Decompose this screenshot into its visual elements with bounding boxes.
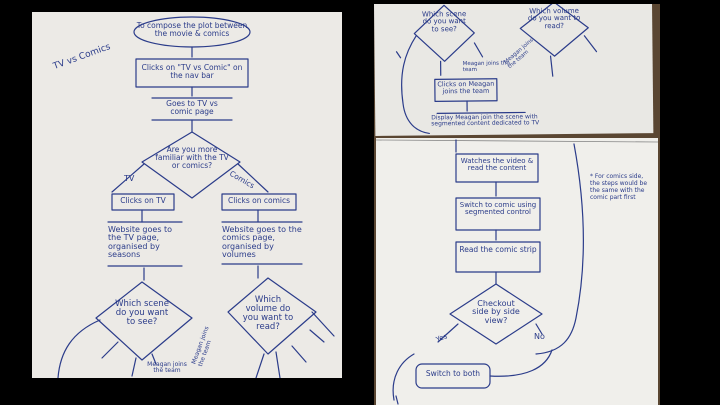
watches-box bbox=[455, 153, 539, 183]
right-bottom-lines bbox=[376, 139, 658, 405]
comics-page-label: Website goes to the comics page, organis… bbox=[222, 225, 302, 260]
tv-page-label: Website goes to the TV page, organised b… bbox=[108, 225, 173, 260]
checkout-label: Checkout side by side view? bbox=[472, 299, 520, 325]
right-top-lines bbox=[395, 4, 598, 135]
familiar-diamond bbox=[141, 131, 241, 199]
clicks-megan-label: Clicks on Meagan joins the team bbox=[437, 79, 495, 96]
left-flowchart-lines bbox=[57, 16, 335, 378]
which-volume-label: Which volume do you want to read? bbox=[242, 295, 294, 332]
tv-branch-label: TV bbox=[124, 174, 135, 183]
read-strip-box bbox=[455, 241, 541, 273]
no-branch-label: No bbox=[534, 332, 545, 341]
clicks-megan-box bbox=[434, 78, 498, 102]
left-flowchart-photo: TV vs Comics To compose the plot between… bbox=[32, 12, 342, 378]
megan-bottom-note: Meagan joins the team bbox=[147, 361, 187, 375]
switch-comic-label: Switch to comic using segmented control bbox=[459, 201, 537, 217]
goes-page-label: Goes to TV vs comic page bbox=[166, 99, 218, 116]
which-scene-diamond bbox=[95, 281, 193, 361]
click-nav-label: Clicks on "TV vs Comic" on the nav bar bbox=[141, 63, 243, 80]
familiar-question: Are you more familiar with the TV or com… bbox=[155, 145, 229, 170]
which-scene-label: Which scene do you want to see? bbox=[115, 299, 169, 327]
right-bottom-sheet: Watches the video & read the content Swi… bbox=[376, 138, 658, 405]
top-volume-diamond bbox=[519, 4, 589, 57]
display-label: Display Meagan join the scene with segme… bbox=[431, 113, 540, 128]
clicks-tv-label: Clicks on TV bbox=[120, 196, 166, 205]
clicks-comics-box bbox=[221, 193, 297, 211]
watches-label: Watches the video & read the content bbox=[460, 157, 534, 173]
checkout-diamond bbox=[449, 283, 543, 345]
switch-comic-box bbox=[455, 197, 541, 231]
switch-both-label: Switch to both bbox=[425, 369, 481, 378]
top-volume-label: Which volume do you want to read? bbox=[527, 6, 581, 30]
right-top-sheet: Which scene do you want to see? Which vo… bbox=[374, 4, 654, 136]
start-label: To compose the plot between the movie & … bbox=[136, 21, 248, 38]
clicks-tv-box bbox=[111, 193, 175, 211]
right-flowchart-photo: Which scene do you want to see? Which vo… bbox=[374, 4, 660, 405]
top-scene-diamond bbox=[413, 4, 475, 62]
top-megan-label: Meagan joins the team bbox=[462, 60, 510, 74]
top-scene-label: Which scene do you want to see? bbox=[421, 10, 467, 34]
which-volume-diamond bbox=[227, 277, 317, 355]
read-strip-label: Read the comic strip bbox=[459, 245, 537, 254]
clicks-comics-label: Clicks on comics bbox=[227, 196, 291, 205]
side-note: * For comics side, the steps would be th… bbox=[590, 173, 648, 201]
